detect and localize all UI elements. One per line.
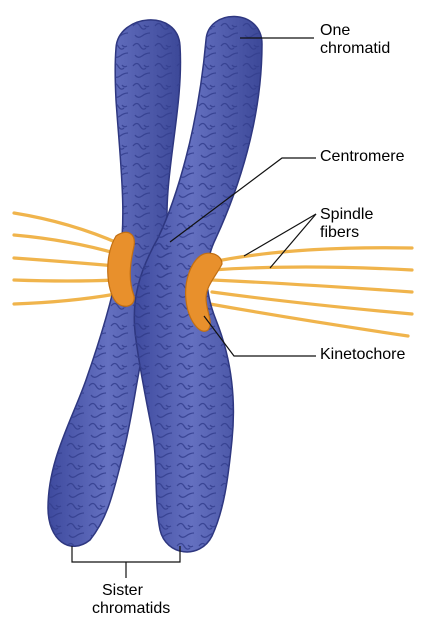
spindle-fibers-right (210, 248, 412, 336)
chromosome (48, 16, 262, 551)
label-one-chromatid-line2: chromatid (320, 40, 390, 58)
label-spindle-fibers: Spindle fibers (320, 206, 373, 242)
label-spindle-fibers-line1: Spindle (320, 206, 373, 224)
label-spindle-fibers-line2: fibers (320, 224, 373, 242)
kinetochore-left (108, 232, 135, 306)
bracket-sister-chromatids (72, 546, 180, 562)
label-sister-chromatids: Sister chromatids (92, 582, 170, 618)
label-centromere: Centromere (320, 148, 404, 166)
label-one-chromatid: One chromatid (320, 22, 390, 58)
label-sister-chromatids-line2: chromatids (92, 600, 170, 618)
label-one-chromatid-line1: One (320, 22, 390, 40)
leader-spindle-2 (270, 214, 316, 268)
label-kinetochore: Kinetochore (320, 346, 405, 364)
label-sister-chromatids-line1: Sister (92, 582, 170, 600)
spindle-fibers-left (14, 213, 120, 304)
